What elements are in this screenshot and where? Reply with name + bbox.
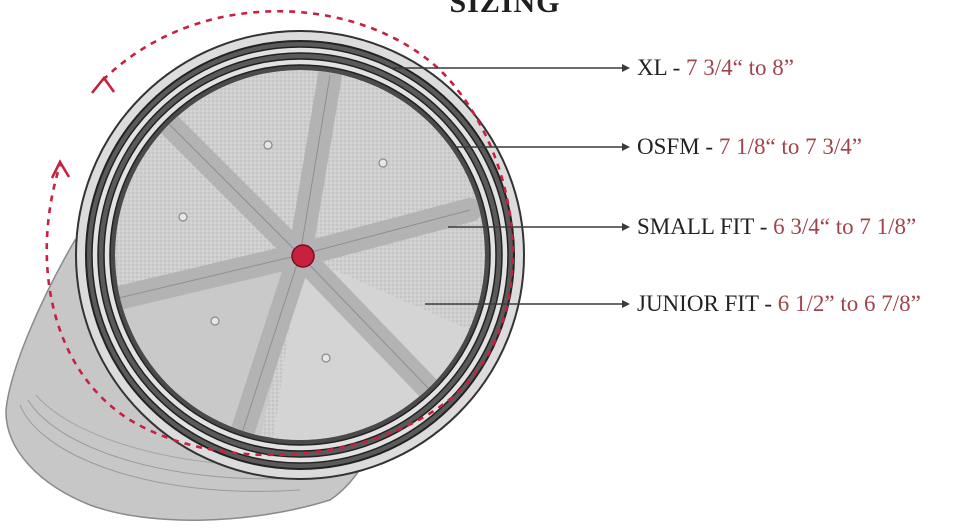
size-range: 7 1/8“ to 7 3/4”: [718, 134, 862, 159]
size-label-xl: XL - 7 3/4“ to 8”: [637, 55, 794, 81]
size-label-small-fit: SMALL FIT - 6 3/4“ to 7 1/8”: [637, 214, 916, 240]
size-name: OSFM: [637, 134, 700, 159]
size-separator: -: [699, 134, 719, 159]
diagram-title: SIZING: [449, 0, 561, 19]
size-separator: -: [758, 291, 778, 316]
size-name: SMALL FIT: [637, 214, 754, 239]
size-range: 6 1/2” to 6 7/8”: [777, 291, 921, 316]
size-separator: -: [666, 55, 686, 80]
size-name: JUNIOR FIT: [637, 291, 759, 316]
cap-button: [291, 244, 315, 268]
rotation-arrow: [45, 10, 515, 457]
size-range: 7 3/4“ to 8”: [685, 55, 794, 80]
size-range: 6 3/4“ to 7 1/8”: [773, 214, 917, 239]
size-separator: -: [753, 214, 774, 239]
cap-crown-interior: [115, 70, 485, 440]
size-name: XL: [637, 55, 667, 80]
size-label-osfm: OSFM - 7 1/8“ to 7 3/4”: [637, 134, 862, 160]
size-label-junior-fit: JUNIOR FIT - 6 1/2” to 6 7/8”: [637, 291, 921, 317]
